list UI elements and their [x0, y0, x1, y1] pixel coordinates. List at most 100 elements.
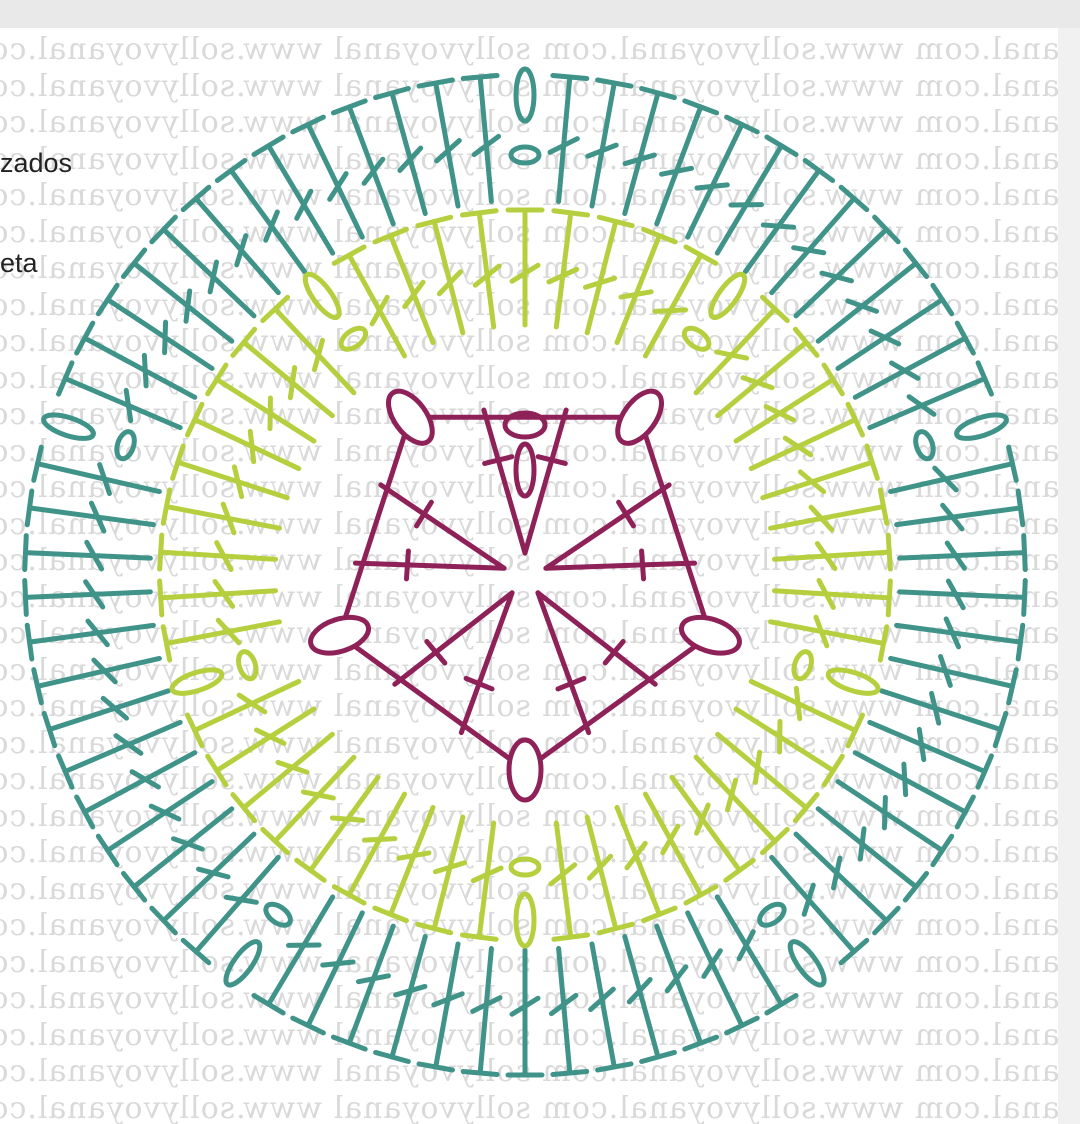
round1-corner-chain [506, 737, 544, 803]
crochet-chart [22, 66, 1028, 1078]
dc-slash [831, 855, 843, 891]
dc-stem [760, 459, 875, 501]
dc-top-bar [792, 326, 820, 358]
dc-slash [327, 171, 349, 202]
chain-stitch [787, 939, 827, 988]
dc-stem [62, 375, 183, 431]
dc-slash [797, 469, 827, 495]
dc-stem [835, 297, 945, 371]
dc-top-bar [416, 77, 455, 89]
dc-slash [223, 894, 259, 905]
dc-slash [212, 578, 236, 609]
round1-corner-chain [308, 614, 372, 656]
dc-slash [329, 815, 366, 823]
dc-slash [586, 853, 614, 881]
dc-top-bar [372, 226, 409, 245]
dc-stem [476, 820, 497, 940]
dc-top-bar [1006, 444, 1019, 483]
dc-slash [881, 794, 888, 831]
dc-slash [901, 761, 909, 798]
dc-top-bar [838, 937, 870, 966]
dc-slash [793, 685, 803, 722]
round1-dc-stem [543, 560, 698, 571]
round1-dc-slash [602, 639, 626, 666]
round1-dc-slash [463, 675, 495, 692]
dc-top-bar [205, 362, 229, 397]
dc-top-bar [24, 622, 35, 662]
dc-slash [220, 501, 237, 536]
dc-slash [84, 539, 105, 572]
dc-stem [622, 90, 661, 217]
dc-top-bar [251, 134, 286, 157]
right-scroll-edge [1058, 28, 1080, 1124]
dc-top-bar [157, 578, 165, 618]
dc-slash [816, 577, 836, 610]
dc-top-bar [954, 794, 976, 830]
dc-stem [584, 814, 619, 932]
dc-top-bar [975, 360, 994, 397]
dc-slash [287, 365, 298, 401]
dc-stem [477, 945, 494, 1076]
dc-top-bar [1006, 667, 1019, 706]
dc-stem [894, 505, 1023, 528]
dc-top-bar [290, 1015, 326, 1036]
dc-stem [589, 941, 617, 1070]
dc-top-bar [1015, 488, 1026, 528]
dc-stem [62, 719, 183, 775]
dc-slash [234, 233, 249, 268]
dc-slash [740, 375, 775, 391]
round1-dc-slash [555, 675, 587, 692]
dc-top-bar [74, 794, 96, 830]
round1-dc-stem [543, 482, 672, 571]
dc-stem [105, 779, 215, 853]
dc-slash [760, 222, 797, 230]
dc-stem [556, 945, 573, 1076]
dc-slash [624, 840, 648, 871]
dc-slash [548, 862, 578, 887]
dc-slash [588, 986, 616, 1013]
dc-stem [388, 804, 436, 917]
dc-top-bar [22, 577, 29, 617]
dc-stem [477, 74, 494, 205]
chain-stitch [791, 649, 814, 682]
dc-slash [714, 349, 750, 361]
dc-top-bar [331, 884, 367, 906]
dc-slash [929, 690, 942, 726]
dc-slash [162, 319, 169, 356]
round1-dc-stem [535, 590, 592, 736]
dc-top-bar [551, 932, 591, 942]
dc-slash [263, 209, 280, 243]
round1-corner-chain [386, 388, 435, 446]
chain-stitch [502, 410, 548, 440]
dc-stem [768, 504, 887, 531]
dc-top-bar [205, 753, 229, 788]
dc-slash [85, 618, 110, 648]
dc-slash [944, 540, 967, 571]
dc-stem [614, 233, 662, 346]
dc-top-bar [157, 532, 165, 572]
chain-stitch [169, 667, 225, 696]
dc-stem [346, 923, 396, 1046]
dc-top-bar [596, 214, 635, 229]
dc-slash [736, 929, 756, 962]
dc-stem [214, 376, 317, 444]
dc-top-bar [31, 444, 44, 483]
dc-top-bar [160, 487, 173, 526]
chain-stitch [513, 66, 537, 124]
dc-slash [320, 959, 356, 968]
round1-dc-stem [458, 590, 515, 736]
dc-stem [241, 731, 335, 811]
dc-slash [91, 657, 118, 685]
dc-slash [585, 142, 619, 159]
dc-stem [431, 218, 466, 336]
dc-stem [389, 933, 428, 1060]
dc-top-bar [723, 857, 756, 883]
dc-stem [654, 923, 704, 1046]
dc-slash [546, 266, 580, 285]
dc-stem [714, 143, 784, 256]
dc-stem [161, 226, 257, 319]
dc-stem [307, 774, 381, 873]
dc-top-bar [872, 905, 901, 936]
dc-stem [669, 774, 743, 873]
dc-slash [782, 435, 814, 458]
